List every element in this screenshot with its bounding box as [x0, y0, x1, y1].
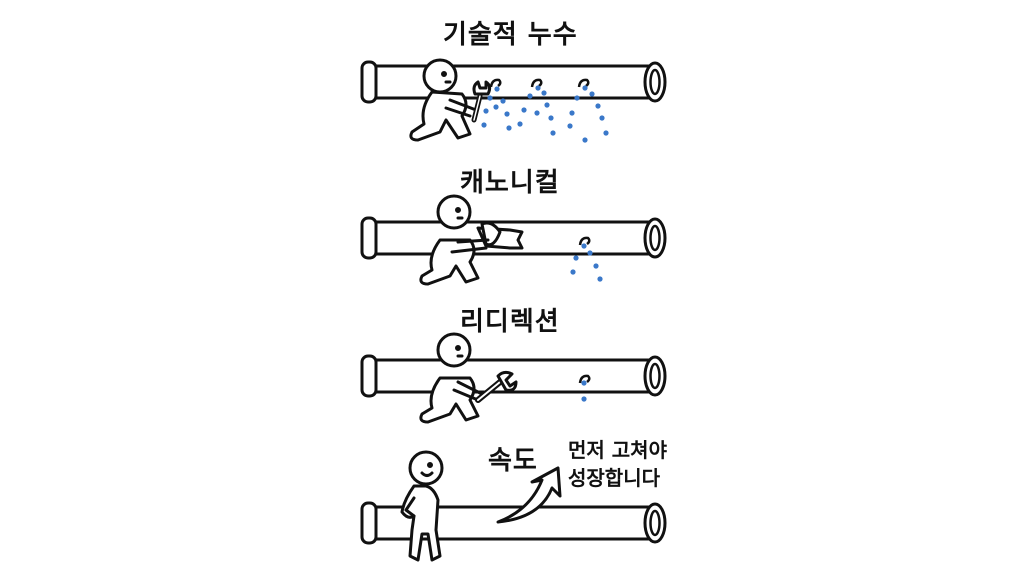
water-drops [481, 85, 609, 143]
growth-note: 먼저 고쳐야 성장합니다 [568, 436, 667, 492]
stick-figure-kneeling-wrench [419, 332, 518, 424]
panel-title-speed: 속도 [488, 446, 538, 476]
growth-arrow-icon [496, 466, 562, 524]
water-drops [581, 380, 587, 402]
growth-note-line2: 성장합니다 [568, 466, 660, 490]
stick-figure-kneeling-tape [419, 194, 490, 286]
panel-title-redirection: 리디렉션 [460, 307, 560, 337]
stick-figure-kneeling-wrench [409, 58, 492, 142]
water-drops [570, 243, 603, 282]
panel-title-canonical: 캐노니컬 [460, 168, 560, 198]
panel-title-technical-leak: 기술적 누수 [443, 20, 578, 50]
stick-figure-standing-happy [400, 450, 444, 562]
panel-1-pipe [360, 60, 667, 104]
growth-note-line1: 먼저 고쳐야 [568, 438, 667, 462]
